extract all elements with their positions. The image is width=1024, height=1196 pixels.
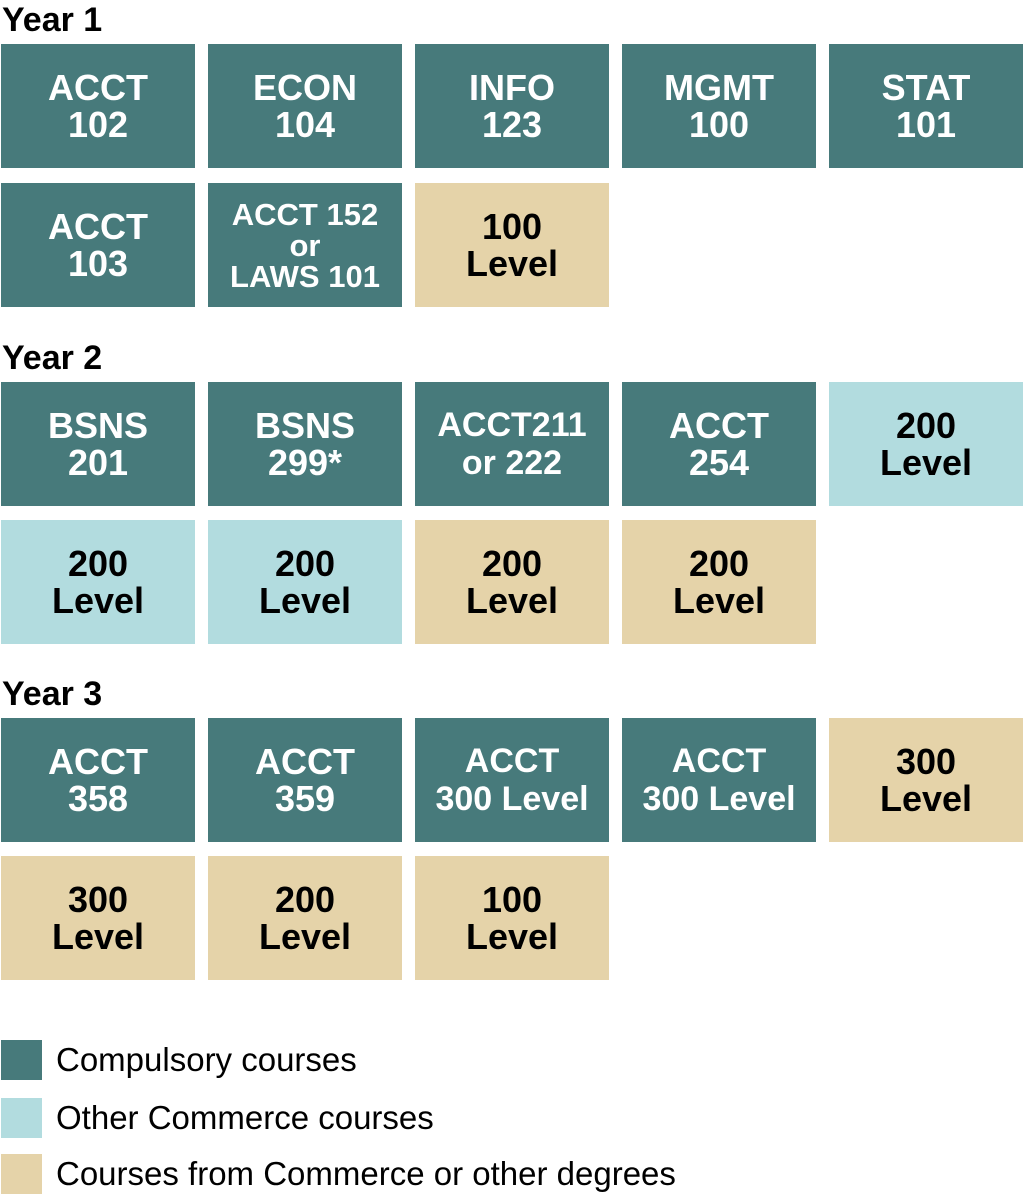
course-tile: STAT 101 <box>829 44 1023 168</box>
year-3-heading: Year 3 <box>2 675 103 713</box>
course-tile: ACCT 254 <box>622 382 816 506</box>
course-tile: 200 Level <box>415 520 609 644</box>
year-2-heading: Year 2 <box>2 339 103 377</box>
course-tile: 200 Level <box>1 520 195 644</box>
legend-item-other: Courses from Commerce or other degrees <box>0 1152 1024 1196</box>
legend-label: Compulsory courses <box>56 1041 357 1078</box>
course-tile: 200 Level <box>622 520 816 644</box>
course-tile: MGMT 100 <box>622 44 816 168</box>
legend-swatch <box>1 1154 42 1194</box>
course-tile: ECON 104 <box>208 44 402 168</box>
year-1-heading: Year 1 <box>2 1 103 39</box>
legend-item-compulsory: Compulsory courses <box>0 1038 1024 1082</box>
course-tile: 200 Level <box>208 520 402 644</box>
course-tile: 300 Level <box>829 718 1023 842</box>
course-tile: 200 Level <box>829 382 1023 506</box>
course-tile: 200 Level <box>208 856 402 980</box>
course-tile: BSNS 201 <box>1 382 195 506</box>
legend-item-commerce: Other Commerce courses <box>0 1096 1024 1140</box>
course-tile: ACCT 300 Level <box>622 718 816 842</box>
course-tile: INFO 123 <box>415 44 609 168</box>
course-tile: ACCT211 or 222 <box>415 382 609 506</box>
course-tile: ACCT 102 <box>1 44 195 168</box>
course-tile: ACCT 358 <box>1 718 195 842</box>
course-tile: ACCT 300 Level <box>415 718 609 842</box>
legend-label: Other Commerce courses <box>56 1099 434 1136</box>
course-tile: BSNS 299* <box>208 382 402 506</box>
legend-swatch <box>1 1098 42 1138</box>
legend-swatch <box>1 1040 42 1080</box>
course-tile: 300 Level <box>1 856 195 980</box>
course-tile: ACCT 152 or LAWS 101 <box>208 183 402 307</box>
course-tile: ACCT 103 <box>1 183 195 307</box>
course-tile: 100 Level <box>415 183 609 307</box>
course-tile: 100 Level <box>415 856 609 980</box>
course-tile: ACCT 359 <box>208 718 402 842</box>
legend-label: Courses from Commerce or other degrees <box>56 1155 676 1192</box>
